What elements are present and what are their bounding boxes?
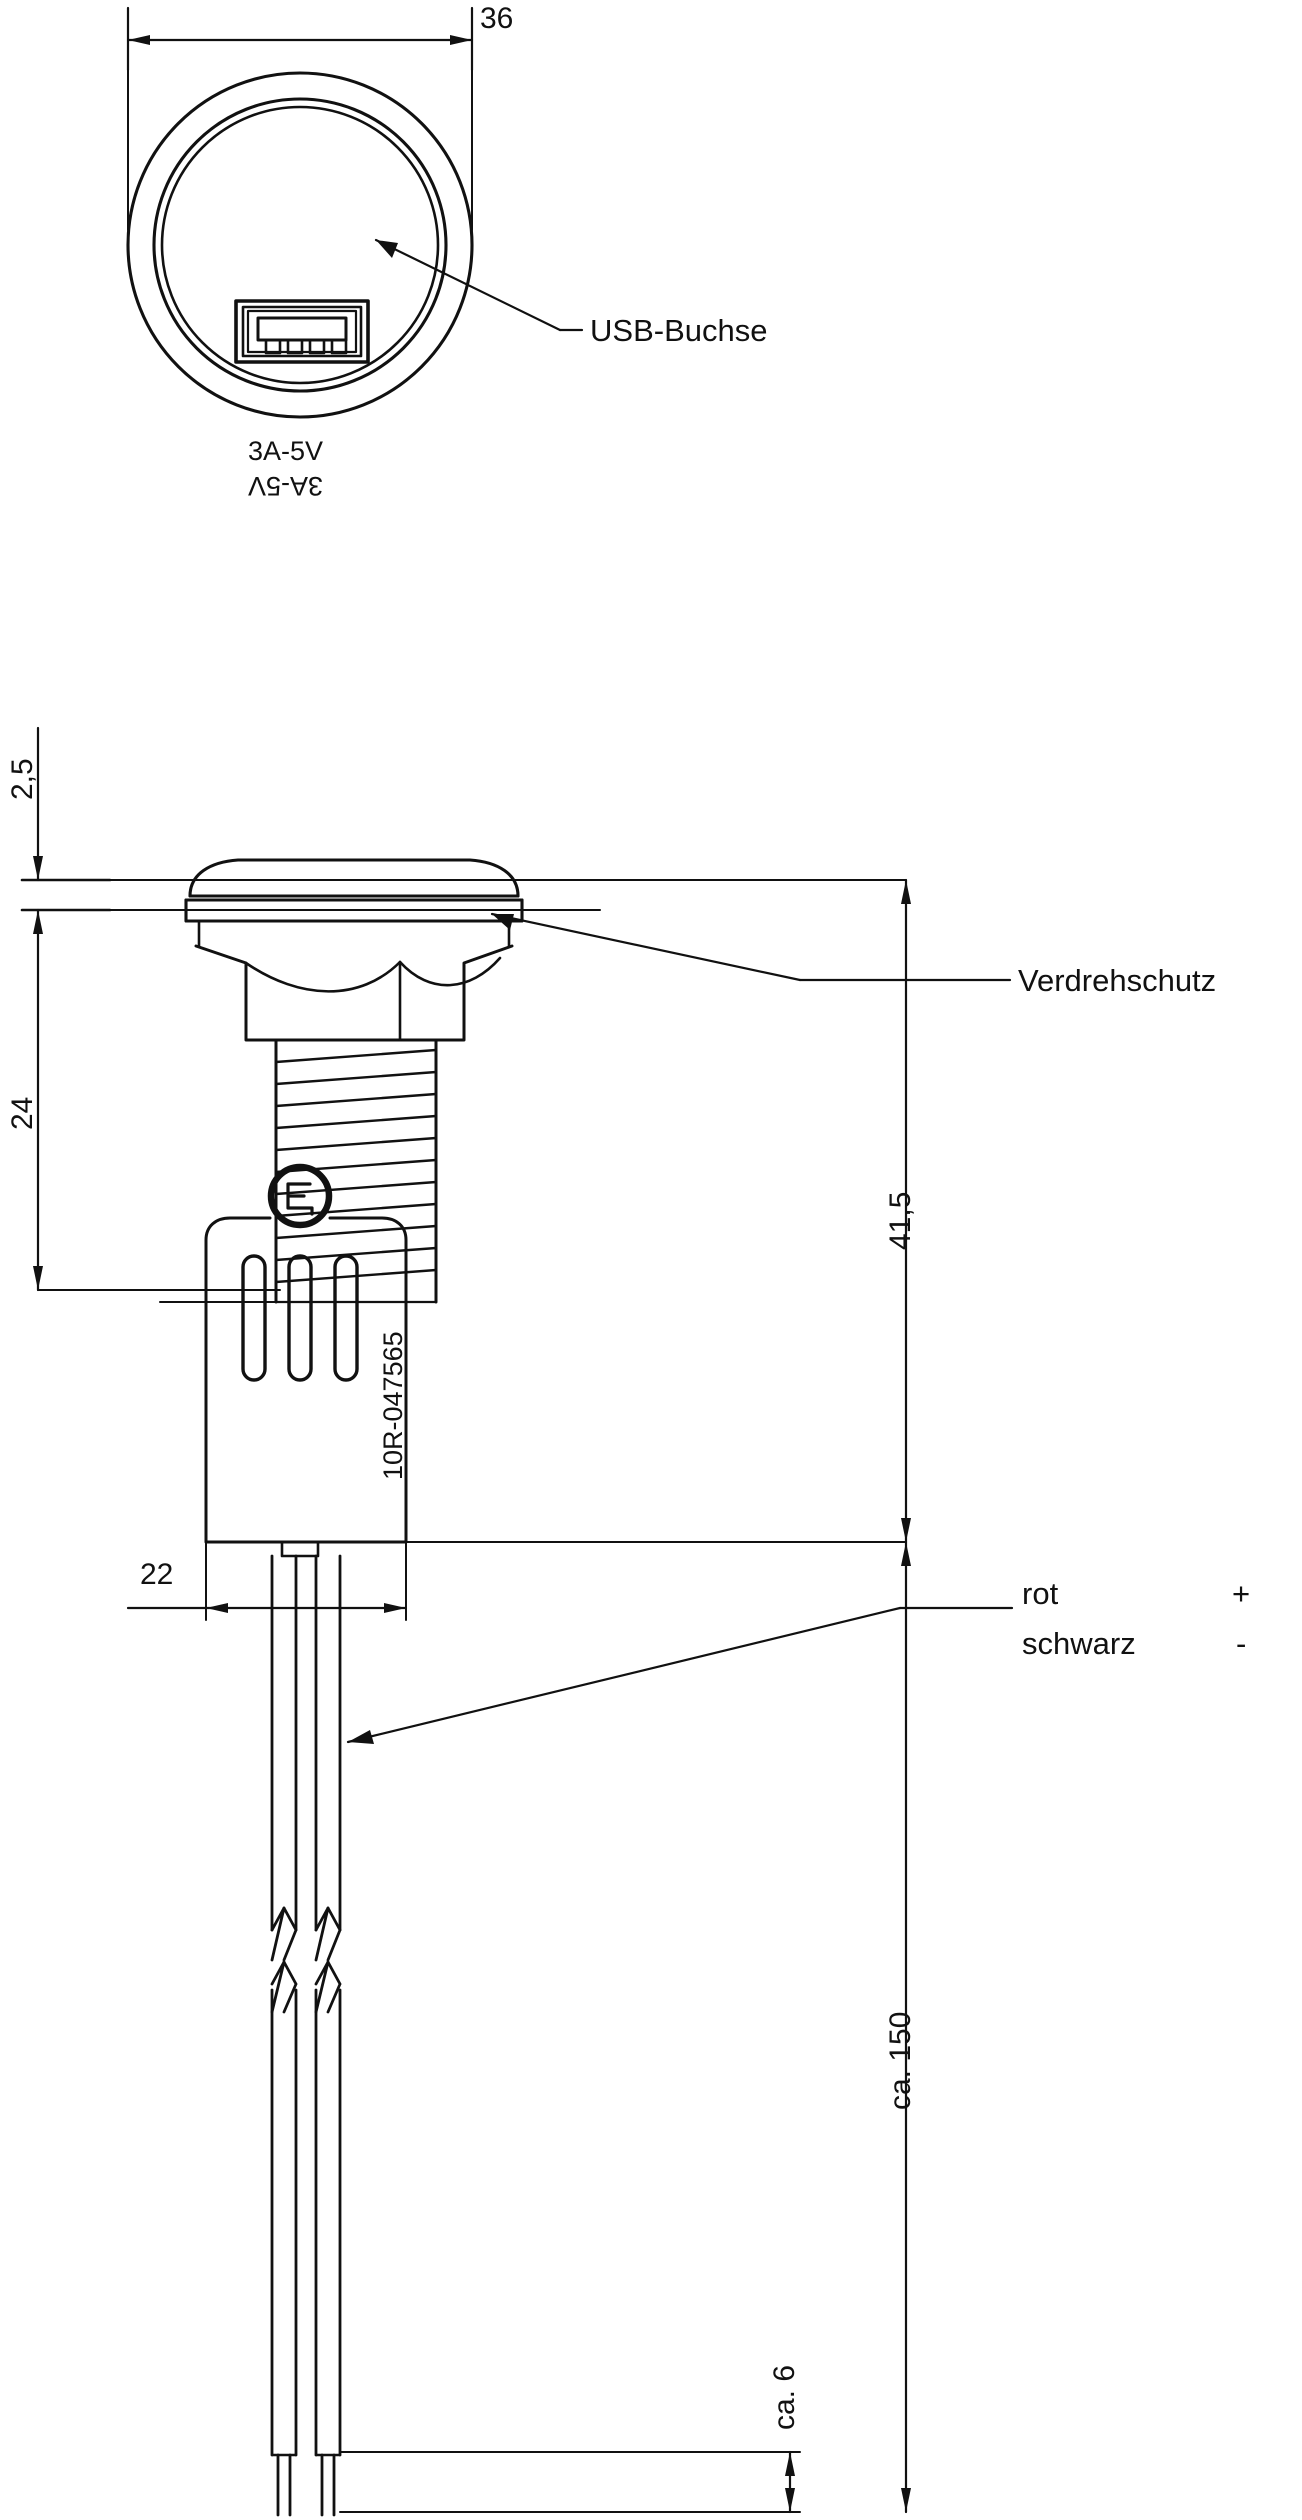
e-mark-circle xyxy=(267,1163,333,1229)
leader-wire-colors xyxy=(346,1606,1014,1744)
dimension-label-22: 22 xyxy=(140,1558,174,1591)
dimension-label-36: 36 xyxy=(480,2,514,35)
dimension-label-2-5: 2,5 xyxy=(6,758,39,800)
dimension-ca-6-group xyxy=(339,2450,801,2514)
dimension-36-group xyxy=(126,6,474,231)
usb-rating-label: 3A-5V xyxy=(248,436,324,466)
wire-polarity-label-schwarz: - xyxy=(1236,1626,1247,1661)
top-view-flange xyxy=(126,71,474,419)
callout-label-usb-buchse: USB-Buchse xyxy=(590,313,768,348)
rear-housing xyxy=(204,1163,408,1544)
dimension-label-ca-150: ca. 150 xyxy=(884,2011,917,2110)
dimension-2-5-group xyxy=(20,726,112,1292)
dimension-22-group xyxy=(126,1541,408,1621)
wire-polarity-label-rot: + xyxy=(1232,1576,1251,1611)
dimension-label-24: 24 xyxy=(6,1096,39,1130)
side-view-bezel xyxy=(184,858,524,948)
approval-number-label: 10R-047565 xyxy=(378,1331,408,1480)
leader-usb-buchse xyxy=(374,238,584,332)
dimension-label-41-5: 41,5 xyxy=(884,1191,917,1250)
verdrehschutz-collar xyxy=(194,944,514,1042)
dimension-ca-150-group xyxy=(901,1540,911,2514)
dimension-41-5-group xyxy=(405,878,911,1544)
usb-socket-top xyxy=(234,299,370,364)
leader-verdrehschutz xyxy=(490,912,1012,982)
wire-color-label-rot: rot xyxy=(1022,1576,1059,1611)
cables xyxy=(270,1540,342,2517)
wire-color-label-schwarz: schwarz xyxy=(1022,1626,1136,1661)
usb-rating-mirrored-label: 3A-5V xyxy=(248,471,324,501)
extension-lines-left xyxy=(37,879,601,1291)
dimension-label-ca-6: ca. 6 xyxy=(768,2364,801,2430)
callout-label-verdrehschutz: Verdrehschutz xyxy=(1018,963,1217,998)
